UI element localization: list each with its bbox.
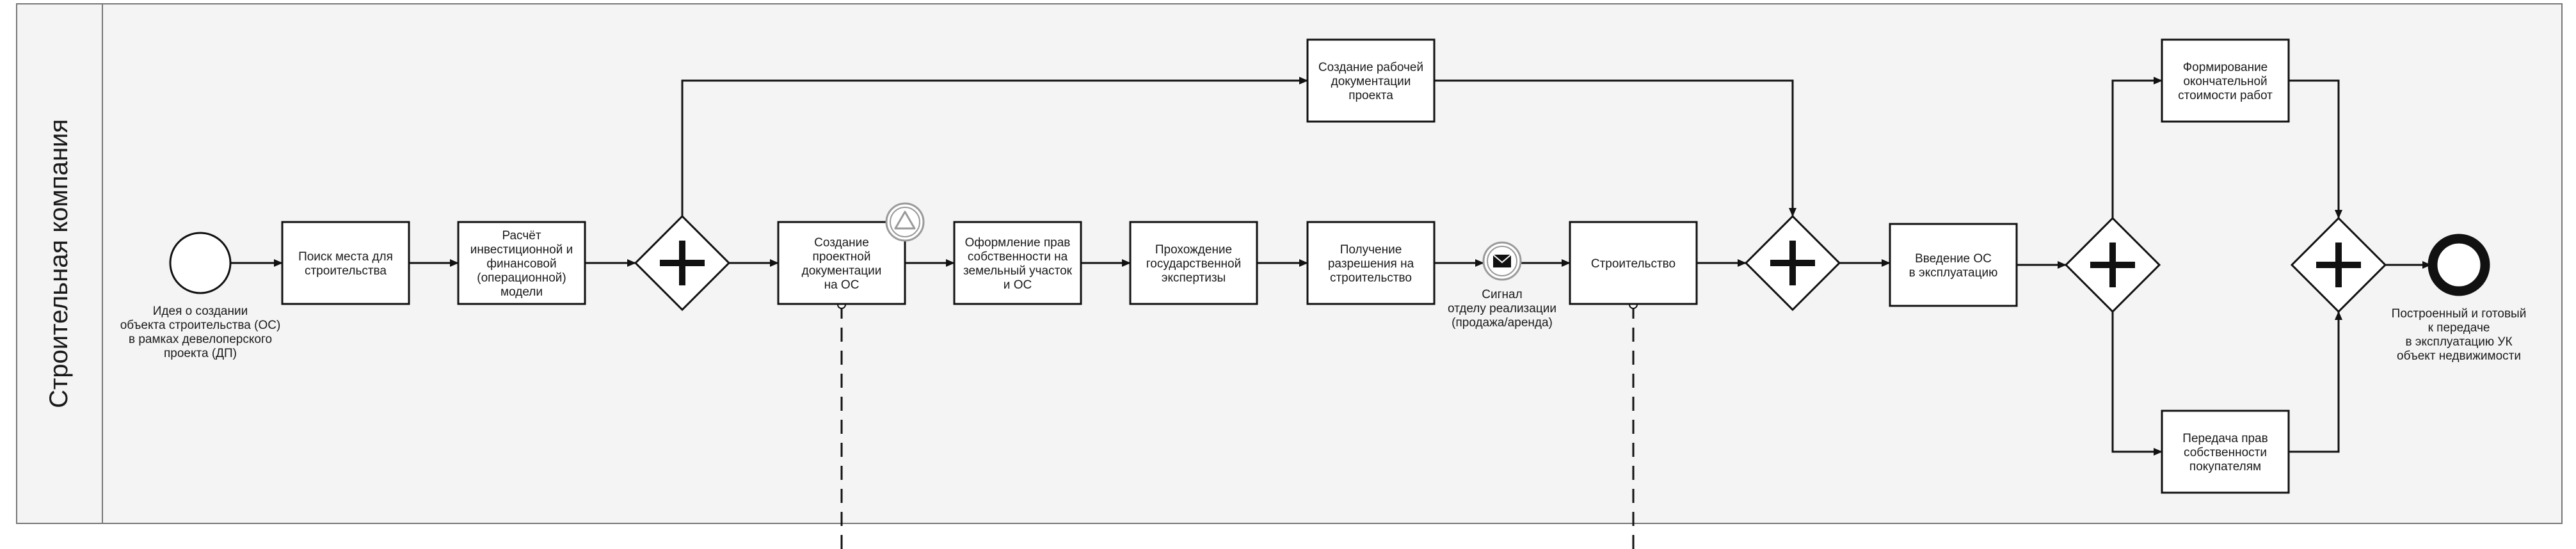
flow-gw1-workdocs: [681, 77, 1308, 216]
pool-label: Строительная компания: [45, 119, 73, 408]
task-build[interactable]: [1569, 221, 1698, 305]
message-event[interactable]: [1482, 241, 1522, 281]
task-search[interactable]: [281, 221, 410, 305]
plus-icon: [2090, 243, 2135, 287]
task-design[interactable]: [777, 221, 906, 305]
parallel-gateway-1[interactable]: [634, 214, 731, 312]
plus-icon: [2316, 243, 2361, 287]
flow-workdocs-gw2: [1434, 79, 1796, 217]
end-event[interactable]: [2428, 234, 2490, 296]
parallel-gateway-3[interactable]: [2064, 216, 2161, 314]
task-workdocs[interactable]: [1306, 38, 1436, 123]
flow-gw3-finalcost: [2111, 77, 2163, 218]
task-finalcost[interactable]: [2161, 38, 2290, 123]
start-event[interactable]: [169, 232, 232, 294]
escalation-icon: [885, 202, 925, 242]
parallel-gateway-2[interactable]: [1744, 214, 1841, 312]
task-rights[interactable]: [953, 221, 1082, 305]
associations: [840, 305, 1635, 549]
task-transfer[interactable]: [2161, 410, 2290, 494]
plus-icon: [1770, 241, 1815, 285]
task-build-label: Строительство: [1591, 257, 1676, 271]
envelope-icon: [1492, 254, 1512, 267]
task-invest[interactable]: [457, 221, 586, 305]
task-commission[interactable]: [1889, 223, 2018, 307]
plus-icon: [660, 241, 705, 285]
flow-finalcost-gw4: [2289, 79, 2342, 219]
parallel-gateway-4[interactable]: [2290, 216, 2387, 314]
sequence-flows: [231, 77, 2431, 456]
flow-gw3-transfer: [2111, 312, 2163, 456]
task-permit[interactable]: [1306, 221, 1436, 305]
task-expertise[interactable]: [1129, 221, 1258, 305]
flow-transfer-gw4: [2289, 311, 2342, 453]
